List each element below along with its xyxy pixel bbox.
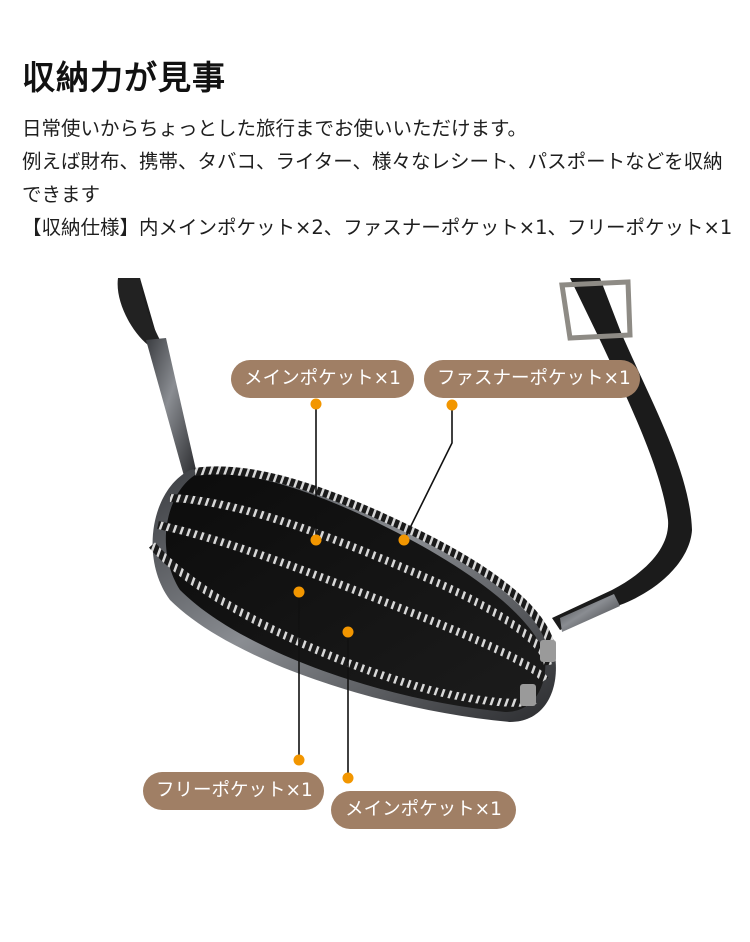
callout-leaders (298, 404, 453, 778)
marker-dot (293, 586, 305, 598)
left-strap (117, 278, 196, 476)
zipper-pull (520, 684, 536, 706)
bag-illustration (117, 278, 692, 784)
marker-dot (446, 399, 458, 411)
product-photo: メインポケット×1 ファスナーポケット×1 フリーポケット×1 メインポケット×… (0, 270, 750, 942)
description-block: 日常使いからちょっとした旅行までお使いいただけます。 例えば財布、携帯、タバコ、… (22, 112, 742, 244)
callout-main-pocket-top: メインポケット×1 (231, 360, 414, 398)
marker-dot (310, 398, 322, 410)
marker-dot (342, 772, 354, 784)
zipper-pull (540, 640, 556, 662)
callout-main-pocket-bottom: メインポケット×1 (331, 791, 516, 829)
description-line: 日常使いからちょっとした旅行までお使いいただけます。 (22, 117, 528, 140)
marker-dots (293, 398, 458, 784)
strap-buckle (559, 279, 633, 341)
callout-zipper-pocket: ファスナーポケット×1 (424, 360, 640, 398)
marker-dot (398, 534, 410, 546)
marker-dot (342, 626, 354, 638)
right-strap (552, 278, 692, 632)
marker-dot (310, 534, 322, 546)
section-title: 収納力が見事 (22, 58, 226, 97)
description-line: できます (22, 183, 101, 206)
bag-body (148, 466, 556, 722)
storage-spec-line: 【収納仕様】内メインポケット×2、ファスナーポケット×1、フリーポケット×1 (22, 216, 733, 239)
marker-dot (293, 754, 305, 766)
description-line: 例えば財布、携帯、タバコ、ライター、様々なレシート、パスポートなどを収納 (22, 150, 723, 173)
callout-free-pocket: フリーポケット×1 (143, 772, 324, 810)
